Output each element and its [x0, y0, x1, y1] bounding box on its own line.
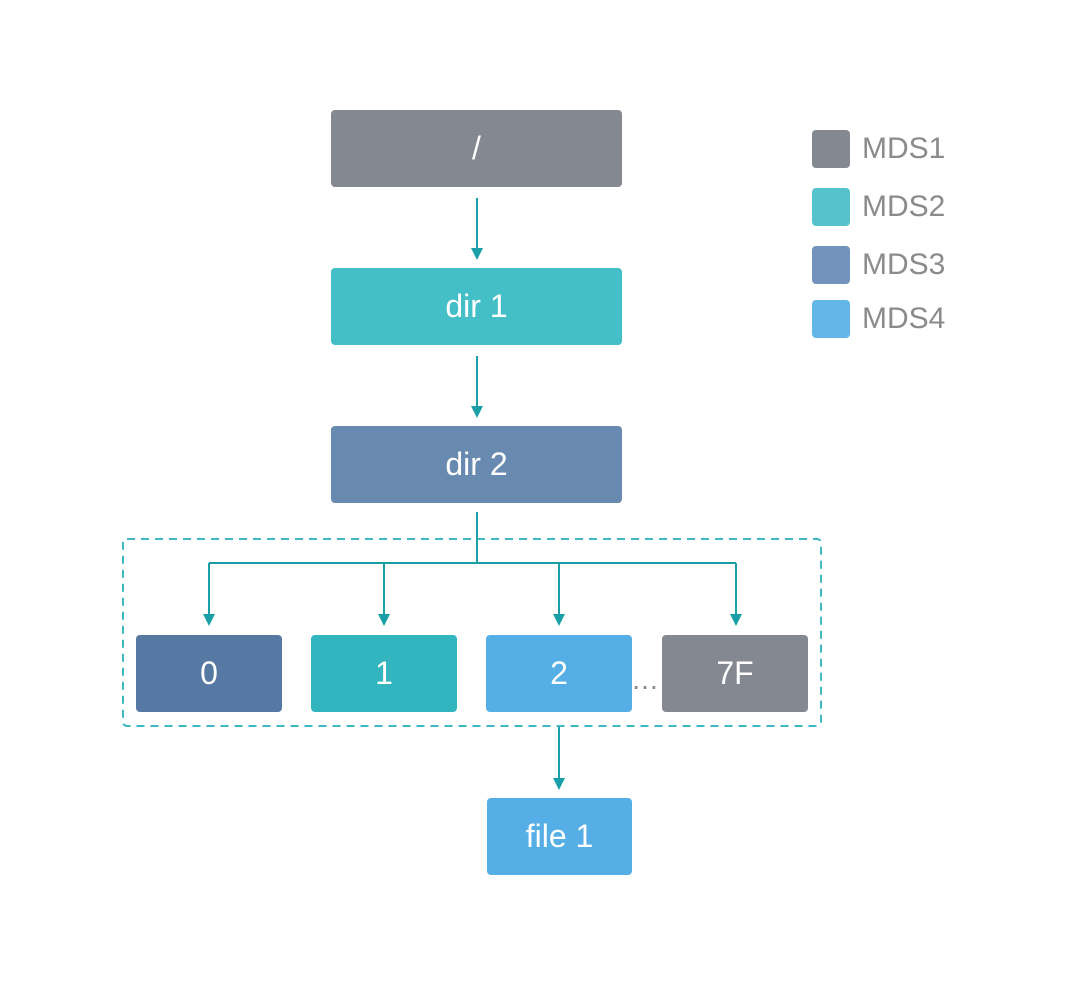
- legend-swatch-mds2: [812, 188, 850, 226]
- legend-item-mds2: MDS2: [812, 187, 945, 227]
- legend-item-mds1: MDS1: [812, 129, 945, 169]
- node-fragment-7f: 7F: [662, 635, 808, 712]
- legend-swatch-mds3: [812, 246, 850, 284]
- node-dir1-label: dir 1: [445, 288, 508, 324]
- legend-label-mds3: MDS3: [862, 248, 946, 281]
- node-file1-label: file 1: [525, 818, 594, 854]
- legend-item-mds4: MDS4: [812, 299, 945, 339]
- legend-swatch-mds1: [812, 130, 850, 168]
- legend-item-mds3: MDS3: [812, 245, 945, 285]
- node-fragment-7f-label: 7F: [716, 655, 754, 691]
- node-dir1: dir 1: [331, 268, 622, 345]
- node-dir2-label: dir 2: [445, 446, 508, 482]
- node-fragment-0-label: 0: [200, 655, 218, 691]
- node-fragment-1: 1: [311, 635, 457, 712]
- fragment-group-border: [122, 538, 822, 727]
- node-fragment-0: 0: [136, 635, 282, 712]
- node-fragment-2: 2: [486, 635, 632, 712]
- node-root: /: [331, 110, 622, 187]
- node-dir2: dir 2: [331, 426, 622, 503]
- legend-label-mds2: MDS2: [862, 190, 946, 223]
- legend-swatch-mds4: [812, 300, 850, 338]
- node-fragment-1-label: 1: [375, 655, 393, 691]
- legend-label-mds4: MDS4: [862, 302, 946, 335]
- legend-label-mds1: MDS1: [862, 132, 946, 165]
- node-file1: file 1: [487, 798, 632, 875]
- node-fragment-2-label: 2: [550, 655, 568, 691]
- node-root-label: /: [472, 130, 481, 166]
- fragment-ellipsis: …: [631, 664, 661, 695]
